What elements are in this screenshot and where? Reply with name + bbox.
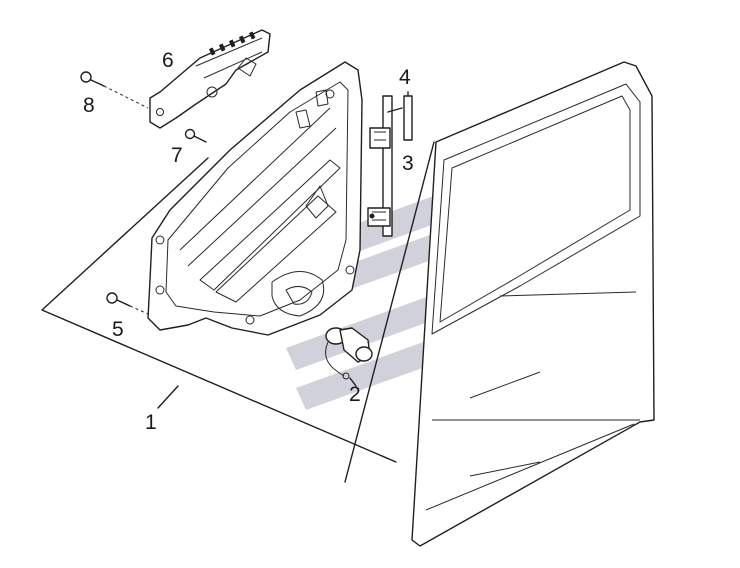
- callout-labels: 1 2 3 4 5 6 7 8: [83, 49, 414, 434]
- callout-4: 4: [399, 66, 411, 89]
- callout-8: 8: [83, 94, 95, 117]
- rubber-strip: [403, 95, 413, 141]
- callout-2: 2: [349, 383, 361, 406]
- leader-lines: [349, 91, 409, 387]
- callout-7: 7: [171, 144, 183, 167]
- window-motor: [325, 327, 373, 380]
- callout-3: 3: [402, 152, 414, 175]
- upper-bracket: [149, 29, 271, 129]
- window-channel-guide: [367, 95, 393, 237]
- bracket-slots: [208, 31, 256, 56]
- group-bracket-lines: [41, 141, 435, 483]
- callout-1: 1: [145, 411, 157, 434]
- screw-7: [184, 128, 207, 143]
- screw-5: [106, 292, 149, 315]
- door-shell: [411, 61, 655, 547]
- callout-5: 5: [112, 318, 124, 341]
- callout-6: 6: [162, 49, 174, 72]
- screw-8: [80, 71, 149, 109]
- regulator-panel: [147, 61, 363, 336]
